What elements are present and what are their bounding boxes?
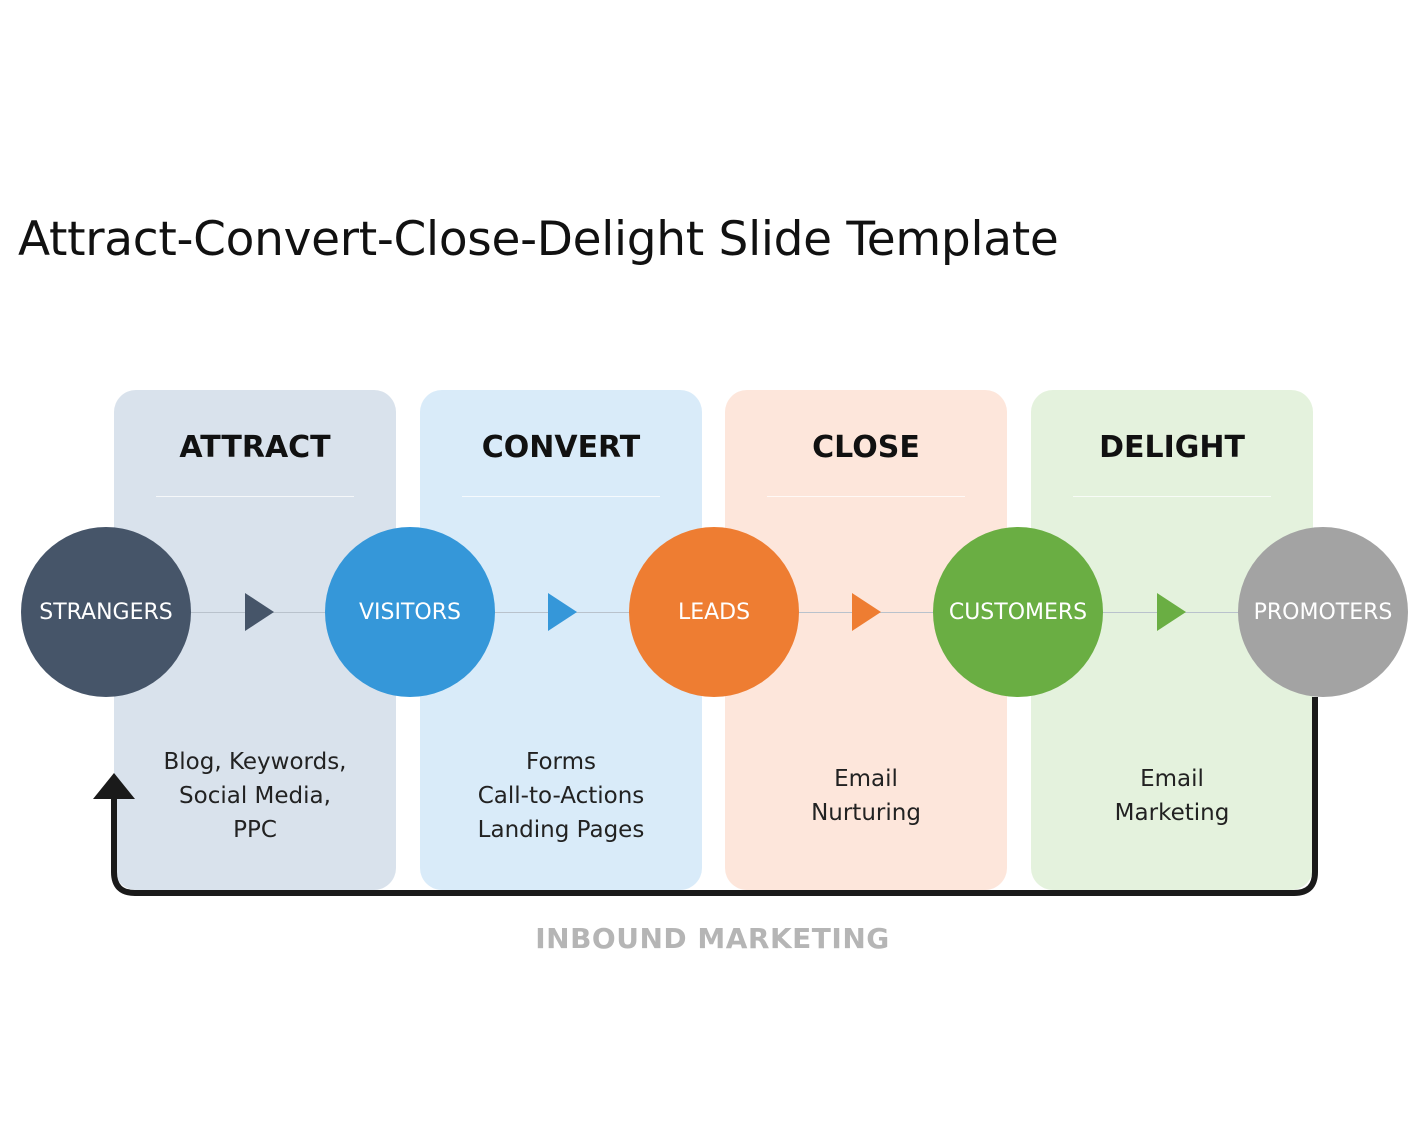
description-line: Call-to-Actions	[477, 783, 645, 809]
column-heading: DELIGHT	[1099, 430, 1245, 465]
column-divider	[767, 496, 965, 497]
flow-arrow-right-icon	[548, 593, 577, 631]
arrow-up-icon	[93, 773, 135, 799]
column-description: Email Nurturing	[725, 762, 1007, 830]
description-line: Blog, Keywords,	[163, 749, 347, 775]
description-line: Marketing	[1114, 800, 1230, 826]
footer-label: INBOUND MARKETING	[535, 922, 890, 955]
flow-arrow-right-icon	[245, 593, 274, 631]
flow-arrow-right-icon	[1157, 593, 1186, 631]
column-divider	[462, 496, 660, 497]
description-line: Landing Pages	[477, 817, 645, 843]
column-heading: CONVERT	[481, 430, 641, 465]
loop-path	[111, 697, 1318, 896]
description-line: Forms	[526, 749, 596, 775]
column-description: Forms Call-to-Actions Landing Pages	[420, 745, 702, 847]
column-divider	[1073, 496, 1271, 497]
flow-arrow-right-icon	[852, 593, 881, 631]
node-customers: CUSTOMERS	[933, 527, 1103, 697]
node-promoters: PROMOTERS	[1238, 527, 1408, 697]
column-description: Blog, Keywords, Social Media, PPC	[114, 745, 396, 847]
column-heading: CLOSE	[812, 430, 920, 465]
description-line: Email	[834, 766, 898, 792]
column-divider	[156, 496, 354, 497]
column-heading: ATTRACT	[179, 430, 331, 465]
description-line: Social Media,	[179, 783, 331, 809]
slide-title: Attract-Convert-Close-Delight Slide Temp…	[18, 212, 1059, 267]
node-visitors: VISITORS	[325, 527, 495, 697]
node-leads: LEADS	[629, 527, 799, 697]
node-strangers: STRANGERS	[21, 527, 191, 697]
description-line: Nurturing	[811, 800, 921, 826]
description-line: Email	[1140, 766, 1204, 792]
description-line: PPC	[233, 817, 277, 843]
column-description: Email Marketing	[1031, 762, 1313, 830]
